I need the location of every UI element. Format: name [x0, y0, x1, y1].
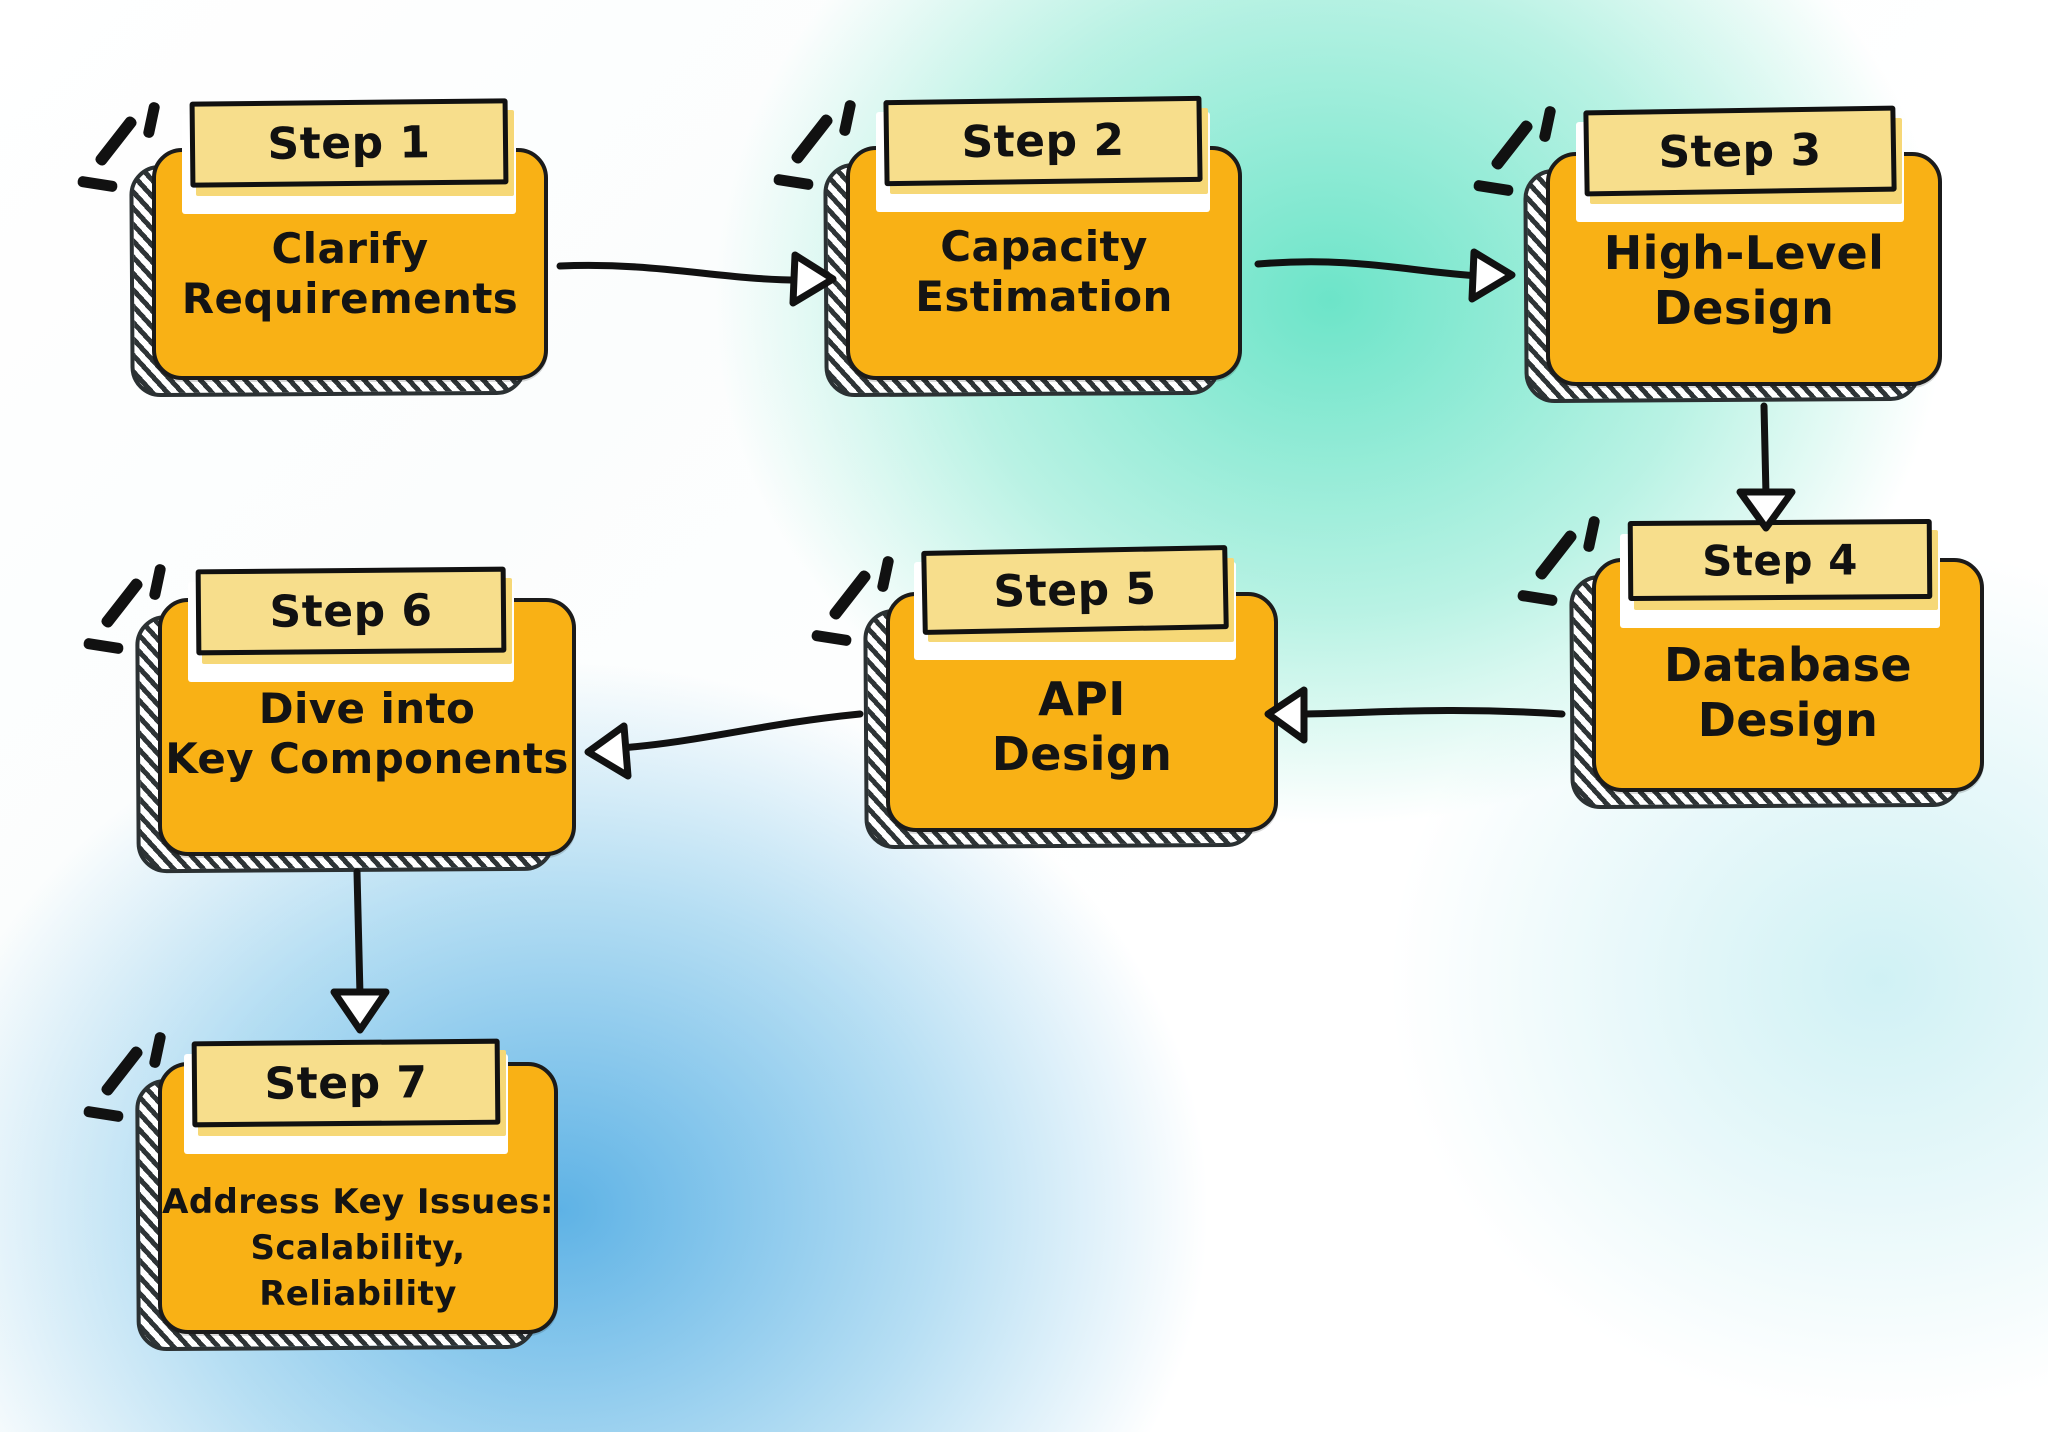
tab-face: Step 1	[189, 98, 509, 188]
arrow-step5-step6	[584, 710, 864, 780]
tab-step6[interactable]: Step 6	[188, 566, 514, 682]
tab-step7[interactable]: Step 7	[184, 1038, 508, 1154]
tab-label-step2: Step 2	[961, 114, 1125, 168]
tab-label-step7: Step 7	[264, 1056, 428, 1110]
node-label-step6: Dive into Key Components	[165, 684, 569, 784]
tab-face: Step 6	[195, 566, 507, 656]
arrow-step4-step5	[1264, 686, 1566, 744]
tab-step4[interactable]: Step 4	[1620, 518, 1940, 628]
node-label-step3: High-Level Design	[1603, 226, 1885, 336]
node-label-step5: API Design	[991, 672, 1173, 782]
arrow-step6-step7	[330, 868, 390, 1034]
node-label-step2: Capacity Estimation	[915, 222, 1173, 322]
arrow-step3-step4	[1736, 402, 1796, 532]
arrow-step1-step2	[556, 251, 837, 307]
tab-label-step1: Step 1	[267, 116, 431, 170]
tab-label-step6: Step 6	[269, 584, 433, 638]
tab-face: Step 4	[1627, 518, 1933, 602]
tab-step5[interactable]: Step 5	[914, 545, 1236, 660]
tab-label-step3: Step 3	[1658, 124, 1822, 178]
tab-label-step4: Step 4	[1701, 534, 1859, 586]
arrow-step2-step3	[1254, 248, 1516, 303]
node-label-step1: Clarify Requirements	[181, 224, 519, 324]
tab-face: Step 3	[1583, 105, 1897, 197]
node-label-step7: Address Key Issues: Scalability, Reliabi…	[162, 1182, 554, 1314]
tab-step3[interactable]: Step 3	[1576, 105, 1904, 222]
tab-step2[interactable]: Step 2	[876, 95, 1210, 212]
tab-face: Step 5	[921, 545, 1229, 635]
tab-face: Step 7	[191, 1038, 501, 1128]
tab-label-step5: Step 5	[993, 562, 1157, 618]
tab-step1[interactable]: Step 1	[182, 98, 516, 214]
node-label-step4: Database Design	[1663, 638, 1912, 748]
tab-face: Step 2	[883, 95, 1203, 187]
